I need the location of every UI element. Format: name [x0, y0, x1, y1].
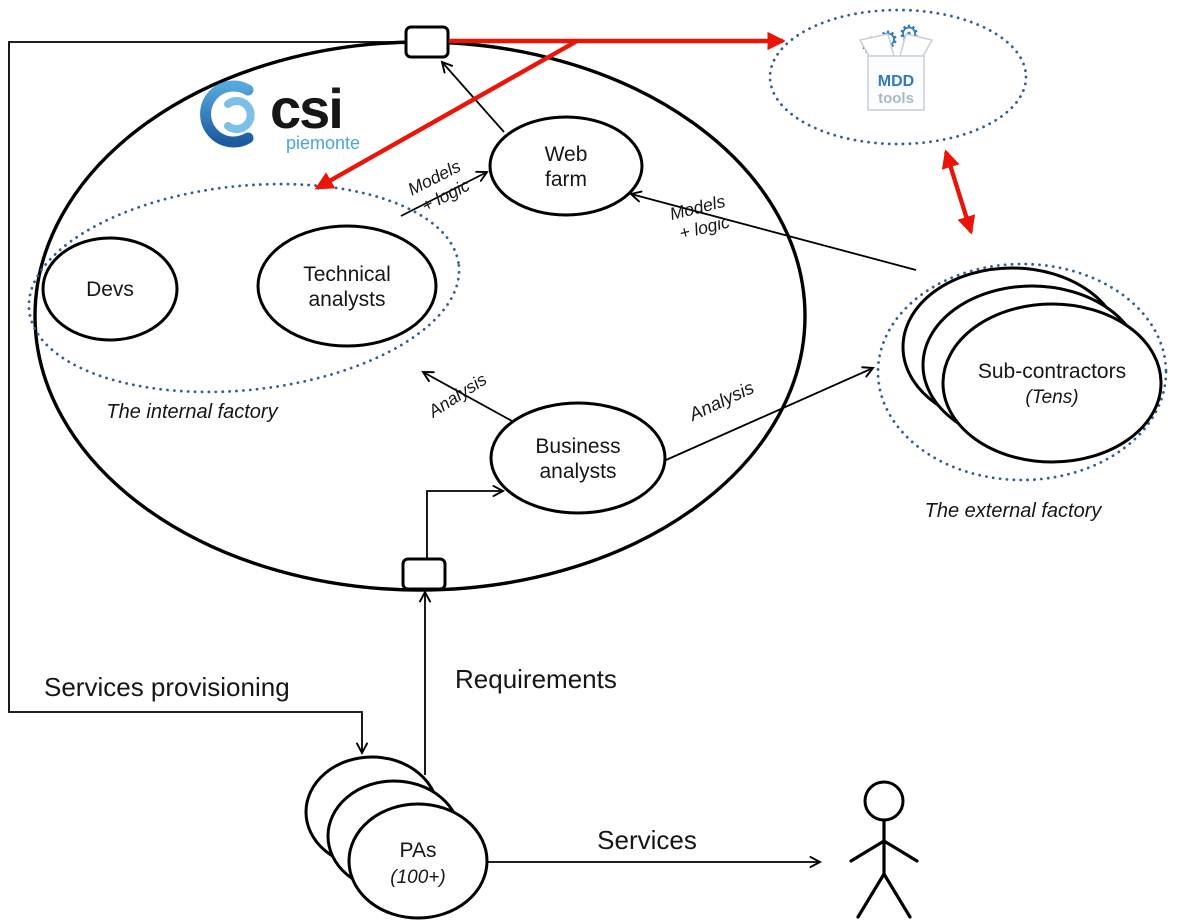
services-label: Services — [597, 825, 697, 855]
edge-models-logic-external — [629, 190, 917, 271]
edge-analysis-external — [665, 366, 875, 461]
node-technical-analysts: Technical analysts — [256, 224, 438, 348]
edge-webfarm-to-top-port — [440, 60, 505, 133]
sub-contractors-label-line2: (Tens) — [1025, 387, 1078, 408]
logo-region-text: piemonte — [286, 133, 360, 153]
business-analysts-label-line2: analysts — [539, 460, 616, 483]
person-icon — [849, 780, 919, 919]
sub-contractors-ellipse-front — [941, 302, 1163, 464]
external-factory-group-ellipse — [876, 262, 1168, 482]
internal-factory-caption: The internal factory — [106, 401, 278, 423]
node-business-analysts: Business analysts — [489, 401, 667, 515]
csi-piemonte-logo: csi piemonte — [200, 77, 360, 153]
edge-models-logic-internal — [400, 170, 489, 217]
pas-label-line2: (100+) — [390, 867, 445, 888]
edge-analysis-internal — [421, 371, 513, 422]
web-farm-ellipse — [488, 115, 644, 217]
devs-ellipse — [41, 236, 179, 342]
person-arm-left — [849, 839, 886, 863]
person-head — [863, 780, 905, 822]
technical-analysts-label-line2: analysts — [308, 288, 385, 311]
technical-analysts-label-line1: Technical — [303, 263, 391, 286]
box-flap-right — [899, 33, 934, 59]
internal-factory-group-ellipse — [27, 182, 461, 394]
mdd-tools-label-line2: tools — [878, 90, 914, 107]
node-sub-contractors: Sub-contractors (Tens) — [901, 266, 1163, 464]
logo-text: csi — [270, 77, 342, 140]
mdd-tools-group-ellipse — [768, 8, 1028, 146]
business-analysts-label-line1: Business — [535, 435, 620, 458]
devs-label: Devs — [86, 278, 134, 301]
requirements-label: Requirements — [455, 664, 617, 694]
sub-contractors-label-line1: Sub-contractors — [978, 360, 1126, 383]
box-front — [867, 55, 925, 111]
node-web-farm: Web farm — [488, 115, 644, 217]
web-farm-label-line1: Web — [545, 143, 588, 166]
technical-analysts-ellipse — [256, 224, 438, 348]
mdd-tools-box: ⚙ ⚙ ⚙ MDD tools — [858, 21, 934, 111]
mdd-tools-label-line1: MDD — [878, 73, 914, 90]
pas-label-line1: PAs — [400, 839, 437, 862]
edge-services-provisioning — [8, 41, 406, 756]
edge-port-to-business-analysts — [426, 484, 506, 559]
web-farm-label-line2: farm — [545, 168, 587, 191]
bottom-port — [401, 557, 447, 591]
pas-ellipse-front — [347, 802, 489, 920]
business-analysts-ellipse — [489, 401, 667, 515]
services-provisioning-label: Services provisioning — [44, 672, 290, 702]
node-devs: Devs — [41, 236, 179, 342]
csi-swirl-icon — [200, 80, 255, 148]
node-pas: PAs (100+) — [304, 755, 489, 920]
person-leg-left — [856, 872, 886, 919]
person-leg-right — [882, 872, 912, 919]
red-edge-to-internal-factory — [314, 39, 579, 190]
person-arm-right — [882, 839, 919, 863]
external-factory-caption: The external factory — [925, 500, 1103, 522]
top-port — [404, 25, 450, 59]
red-edge-mdd-external-factory — [941, 149, 976, 235]
